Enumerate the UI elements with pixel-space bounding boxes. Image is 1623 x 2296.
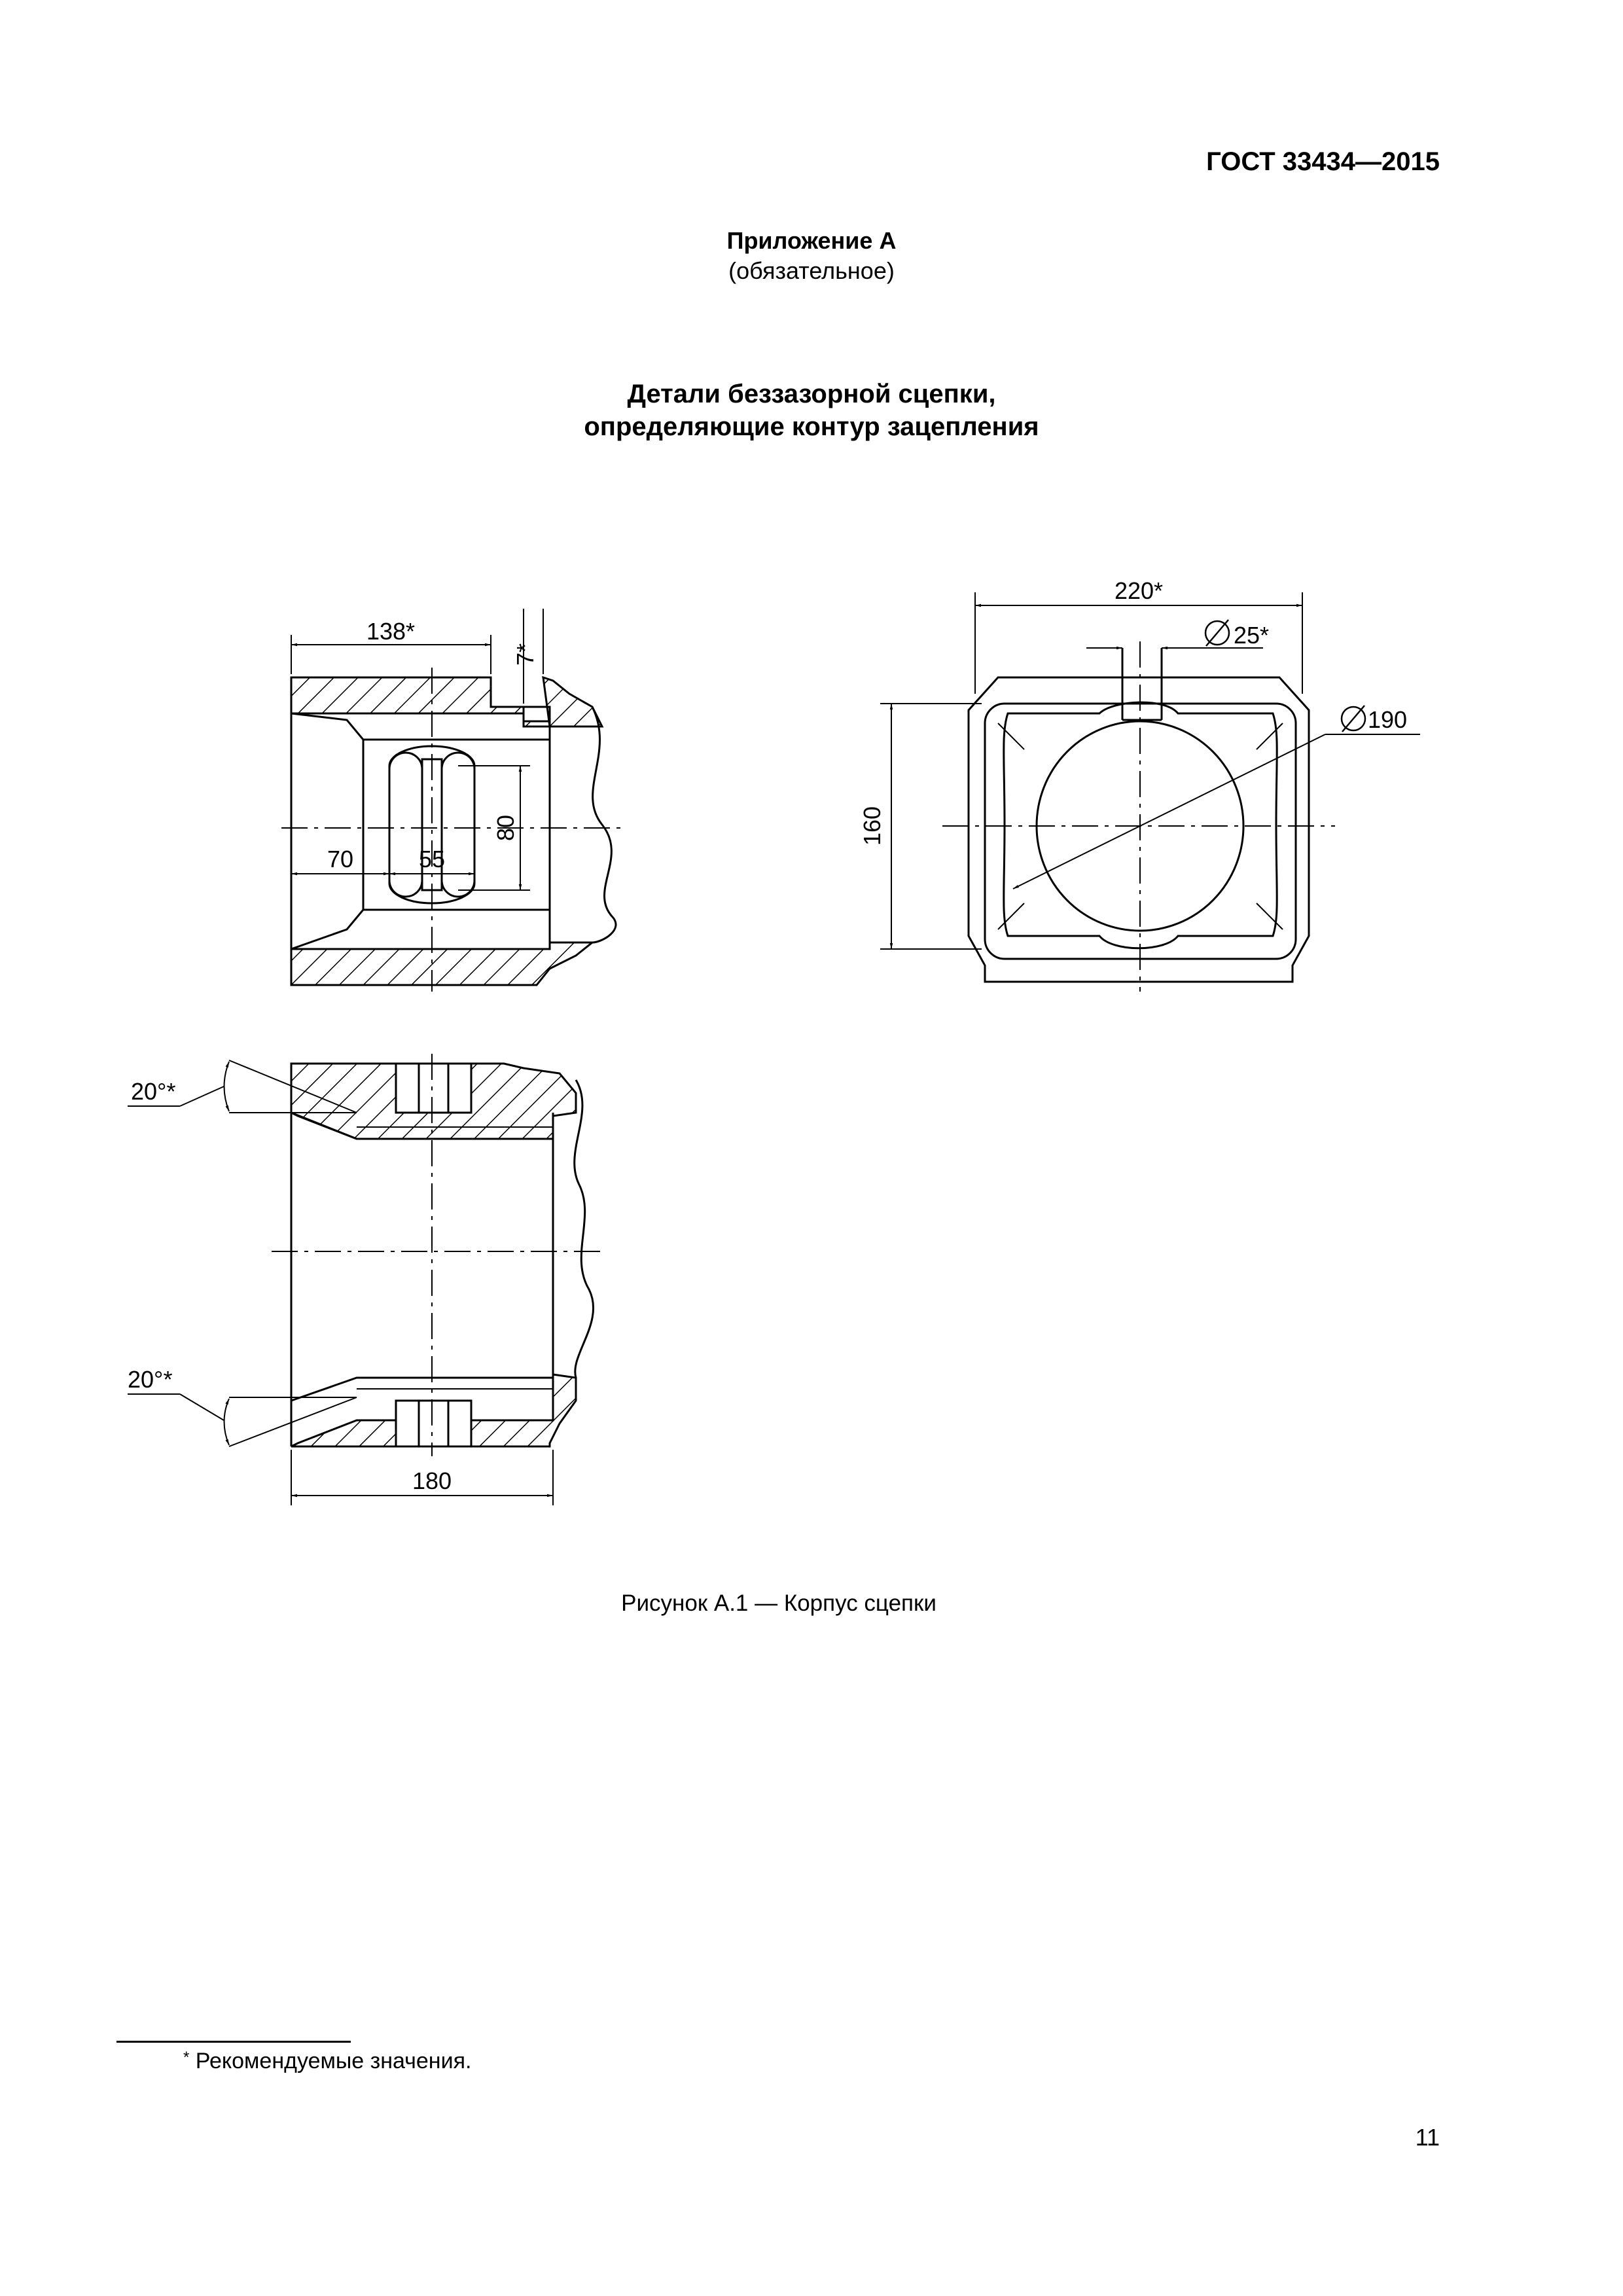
dim-190: 190 (1368, 706, 1407, 733)
page-number: 11 (1415, 2124, 1440, 2151)
standard-designation: ГОСТ 33434—2015 (1206, 147, 1440, 176)
footnote-text: Рекомендуемые значения. (195, 2049, 472, 2073)
bottom-wall-hatch (290, 941, 596, 986)
dim-25: 25* (1234, 622, 1269, 649)
end-view (880, 592, 1420, 992)
section-title-line-1: Детали беззазорной сцепки, (627, 380, 996, 408)
figure-caption: Рисунок А.1 — Корпус сцепки (621, 1590, 936, 1616)
break-line (591, 706, 617, 944)
footnote-marker: * (183, 2049, 190, 2066)
longitudinal-section-view (128, 1054, 605, 1505)
dim-180: 180 (412, 1467, 452, 1494)
dim-138: 138* (366, 618, 415, 645)
footnote: * Рекомендуемые значения. (183, 2049, 471, 2074)
dim-160: 160 (859, 806, 885, 846)
dim-7: 7* (512, 643, 539, 666)
annex-status: (обязательное) (728, 257, 895, 284)
dim-55: 55 (419, 846, 445, 872)
annex-title: Приложение А (726, 227, 897, 254)
dim-80: 80 (492, 815, 519, 841)
dim-70: 70 (327, 846, 353, 872)
section-title-line-2: определяющие контур зацепления (584, 412, 1039, 441)
angle-20-bottom: 20°* (128, 1366, 172, 1393)
dim-220: 220* (1115, 577, 1163, 604)
side-section-view (281, 609, 625, 992)
footnote-separator (116, 2041, 351, 2043)
angle-20-top: 20°* (131, 1078, 175, 1105)
